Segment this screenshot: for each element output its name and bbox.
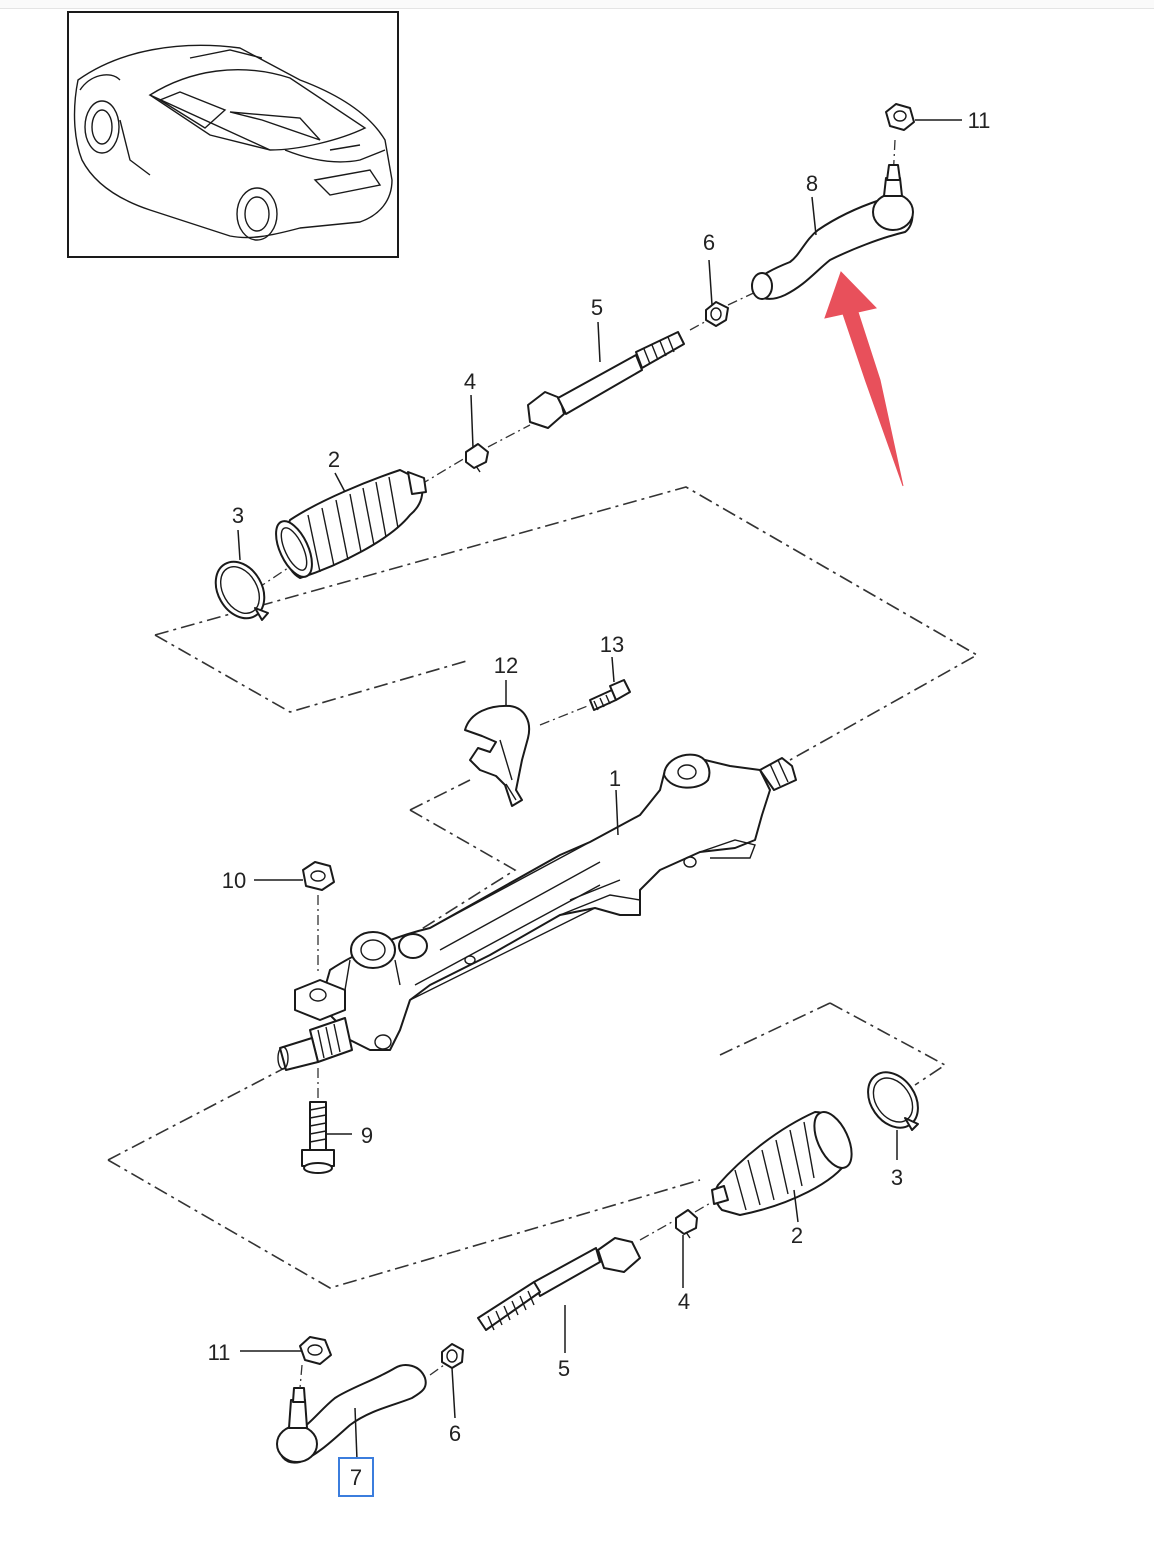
callout-9[interactable]: 9 — [361, 1123, 373, 1148]
car-thumbnail-icon — [67, 11, 399, 258]
nut-10 — [302, 861, 335, 891]
callout-13[interactable]: 13 — [600, 632, 624, 657]
outer-tie-rod-end-left — [276, 1364, 427, 1464]
callout-12[interactable]: 12 — [494, 653, 518, 678]
rubber-boot-top — [275, 469, 427, 579]
inner-tie-rod-bottom — [477, 1237, 641, 1331]
callout-11-top[interactable]: 11 — [968, 108, 991, 133]
callout-2-top[interactable]: 2 — [328, 447, 340, 472]
hose-clip-top — [465, 443, 489, 473]
lock-nut-bottom — [441, 1343, 464, 1369]
steering-rack-housing — [277, 753, 797, 1071]
callout-7[interactable]: 7 — [350, 1465, 362, 1490]
callout-10[interactable]: 10 — [222, 868, 246, 893]
hose-clip-bottom — [675, 1209, 698, 1239]
upper-assembly-outline — [154, 486, 979, 761]
callout-5-top[interactable]: 5 — [591, 295, 603, 320]
lower-assembly-outline — [107, 1002, 947, 1289]
clamp-ring-top — [214, 560, 269, 621]
callout-4-bottom[interactable]: 4 — [678, 1289, 690, 1314]
callout-6-bottom[interactable]: 6 — [449, 1421, 461, 1446]
callout-3-top[interactable]: 3 — [232, 503, 244, 528]
callout-11-bottom[interactable]: 11 — [208, 1340, 231, 1365]
callout-4-top[interactable]: 4 — [464, 369, 476, 394]
middle-assembly-outline — [409, 779, 517, 931]
leader-lines — [237, 119, 962, 1461]
bolt-13 — [589, 679, 631, 711]
selection-box — [338, 1457, 374, 1497]
red-arrow-shape — [824, 271, 904, 487]
callout-1[interactable]: 1 — [609, 766, 621, 791]
bracket-12 — [464, 704, 530, 807]
callout-8[interactable]: 8 — [806, 171, 818, 196]
callout-7-selected[interactable]: 7 — [338, 1457, 374, 1497]
rubber-boot-bottom — [711, 1111, 853, 1216]
red-arrow-icon — [824, 271, 904, 487]
clamp-ring-bottom — [867, 1071, 919, 1131]
callout-5-bottom[interactable]: 5 — [558, 1356, 570, 1381]
lock-nut-top — [705, 301, 729, 327]
callout-3-bottom[interactable]: 3 — [891, 1165, 903, 1190]
self-locking-nut-top — [885, 103, 915, 131]
self-locking-nut-bottom — [299, 1336, 332, 1365]
bolt-9 — [301, 1101, 335, 1174]
inner-tie-rod-top — [527, 331, 685, 429]
outer-tie-rod-end-right — [751, 164, 914, 300]
top-edge-bar — [0, 0, 1154, 9]
callout-2-bottom[interactable]: 2 — [791, 1223, 803, 1248]
callout-6-top[interactable]: 6 — [703, 230, 715, 255]
